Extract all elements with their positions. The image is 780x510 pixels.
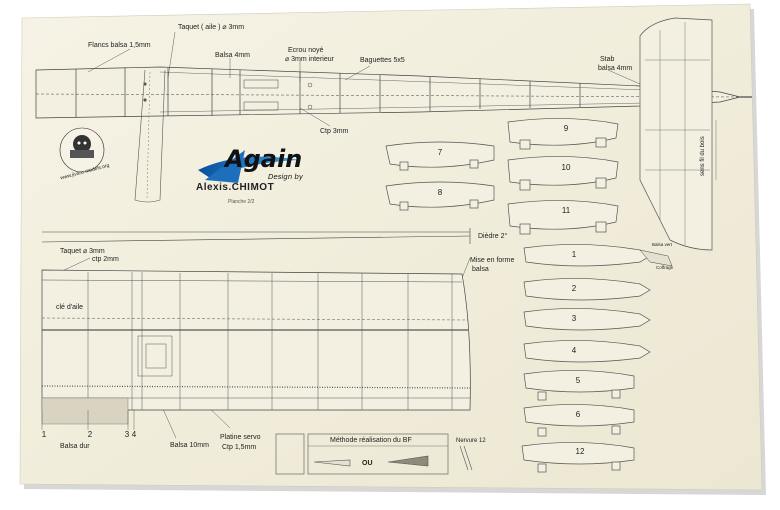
rib-number-1: 1 <box>571 250 577 259</box>
wing-dimension-lines <box>41 410 135 430</box>
label-mise-forme-2: balsa <box>472 266 489 273</box>
wing-mark-4: 4 <box>131 430 137 439</box>
wing-root-outline <box>134 69 166 203</box>
rib-shapes <box>385 118 651 473</box>
logo-author: Alexis.CHIMOT <box>196 182 275 193</box>
label-taquet-wing: Taquet ⌀ 3mm <box>60 248 105 255</box>
rib-number-10: 10 <box>561 163 571 172</box>
label-grain-direction: sens fil du bois <box>700 136 706 176</box>
label-coffrage: Coffrage <box>656 265 674 270</box>
hard-balsa-section <box>41 397 129 425</box>
rib-number-4: 4 <box>571 346 577 355</box>
label-ecrou-1: Ecrou noyé <box>288 47 324 54</box>
wing-mark-2: 2 <box>87 430 93 439</box>
wing-plan <box>41 269 471 411</box>
label-ou: OU <box>362 460 373 467</box>
label-ctp-3mm: Ctp 3mm <box>320 128 349 135</box>
mascot-badge <box>59 127 105 173</box>
label-taquet-aile: Taquet ( aile ) ⌀ 3mm <box>178 24 245 31</box>
dihedral-diagram <box>41 228 471 244</box>
rib-number-5: 5 <box>575 376 581 385</box>
label-ctp-2mm: ctp 2mm <box>92 256 119 263</box>
wing-mark-3: 3 <box>124 430 130 439</box>
rib-number-6: 6 <box>575 410 581 419</box>
label-flancs: Flancs balsa 1,5mm <box>88 42 151 49</box>
rib-number-2: 2 <box>571 284 577 293</box>
fuselage <box>35 66 752 119</box>
label-stab-2: balsa 4mm <box>598 65 633 72</box>
logo-graphic <box>198 150 300 183</box>
rib-number-3: 3 <box>571 314 577 323</box>
method-box <box>275 433 473 475</box>
label-ecrou-2: ⌀ 3mm interieur <box>285 56 334 63</box>
rib-number-11: 11 <box>561 206 571 215</box>
label-methode: Méthode réalisation du BF <box>330 437 412 444</box>
label-mise-forme-1: Mise en forme <box>470 257 515 264</box>
logo-tagline: Design by <box>268 173 303 181</box>
wing-mark-1: 1 <box>41 430 47 439</box>
rib-number-8: 8 <box>437 188 443 197</box>
label-balsa-dur: Balsa dur <box>60 443 90 450</box>
label-platine-1: Platine servo <box>220 434 261 441</box>
label-balsa-vert: Balsa vert <box>652 242 673 247</box>
label-baguettes: Baguettes 5x5 <box>360 57 405 64</box>
rib-number-9: 9 <box>563 124 569 133</box>
label-stab-1: Stab <box>600 56 615 63</box>
label-planche: Planche 2/2 <box>228 199 255 205</box>
logo-title: Again <box>225 145 303 173</box>
leading-edge-detail <box>639 249 673 267</box>
label-cle-aile: clé d'aile <box>56 304 84 311</box>
label-dihedral: Dièdre 2° <box>478 233 508 240</box>
rib-number-12: 12 <box>575 447 585 456</box>
label-platine-2: Ctp 1,5mm <box>222 444 257 451</box>
label-nervure-12: Nervure 12 <box>456 438 486 444</box>
stabilizer <box>639 17 717 251</box>
label-balsa-4mm: Balsa 4mm <box>215 52 251 59</box>
rib-number-7: 7 <box>437 148 443 157</box>
label-balsa-10mm: Balsa 10mm <box>170 442 209 449</box>
